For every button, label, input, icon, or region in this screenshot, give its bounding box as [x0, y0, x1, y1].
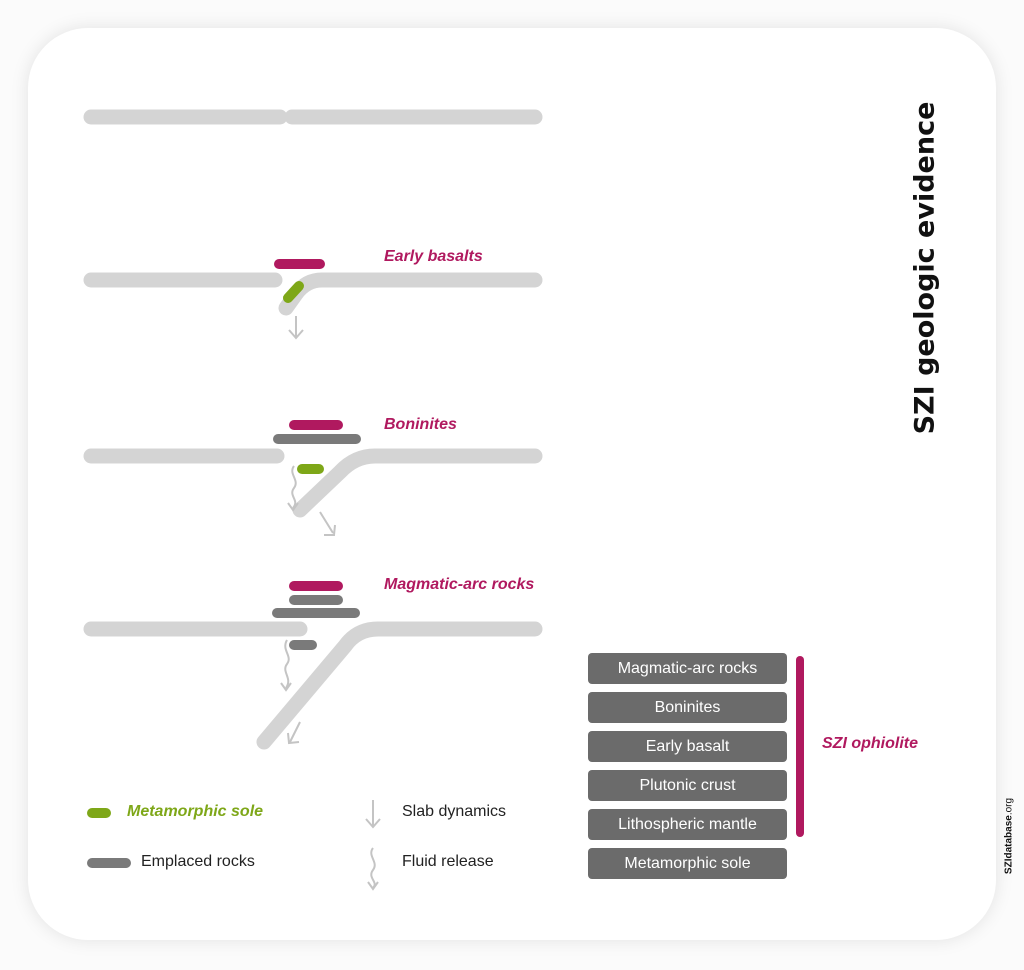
watermark-bold: SZIdatabase: [1003, 815, 1015, 875]
stage-boninites: [83, 420, 543, 536]
stage-magmatic-arc: [83, 581, 543, 750]
slab-arrow-icon: [319, 511, 336, 536]
stage-early-basalts: [83, 259, 543, 340]
slab-arrow-icon: [288, 316, 304, 340]
fluid-squiggle-icon: [284, 639, 290, 689]
diagram-card: [28, 28, 996, 940]
layer-box: Boninites: [588, 692, 787, 723]
legend-slab-dynamics: Slab dynamics: [402, 803, 507, 820]
label-early-basalts: Early basalts: [384, 248, 483, 265]
label-magmatic-arc: Magmatic-arc rocks: [384, 576, 535, 593]
subducting-plate: [292, 448, 543, 518]
fluid-squiggle-icon: [370, 847, 376, 889]
legend-emplaced-rocks: Emplaced rocks: [141, 853, 255, 870]
layer-box: Lithospheric mantle: [588, 809, 787, 840]
layer-box: Metamorphic sole: [588, 848, 787, 879]
layer-box: Early basalt: [588, 731, 787, 762]
fluid-squiggle-icon: [291, 465, 297, 509]
diagram-title: SZI geologic evidence: [909, 101, 941, 435]
watermark: SZIdatabase.org: [1004, 798, 1015, 874]
metamorphic-sole-layer: [283, 281, 304, 303]
slab-arrow-icon: [287, 721, 301, 745]
ophiolite-stack: Magmatic-arc rocks Boninites Early basal…: [588, 653, 787, 887]
label-boninites: Boninites: [384, 416, 457, 433]
layer-box: Magmatic-arc rocks: [588, 653, 787, 684]
subducting-plate: [278, 272, 543, 316]
subducting-plate: [256, 621, 543, 750]
ophiolite-label: SZI ophiolite: [822, 735, 918, 752]
watermark-suffix: .org: [1003, 797, 1015, 816]
slab-arrow-icon: [365, 800, 381, 829]
legend-metamorphic-sole: Metamorphic sole: [127, 803, 264, 820]
layer-box: Plutonic crust: [588, 770, 787, 801]
legend-fluid-release: Fluid release: [402, 853, 494, 870]
